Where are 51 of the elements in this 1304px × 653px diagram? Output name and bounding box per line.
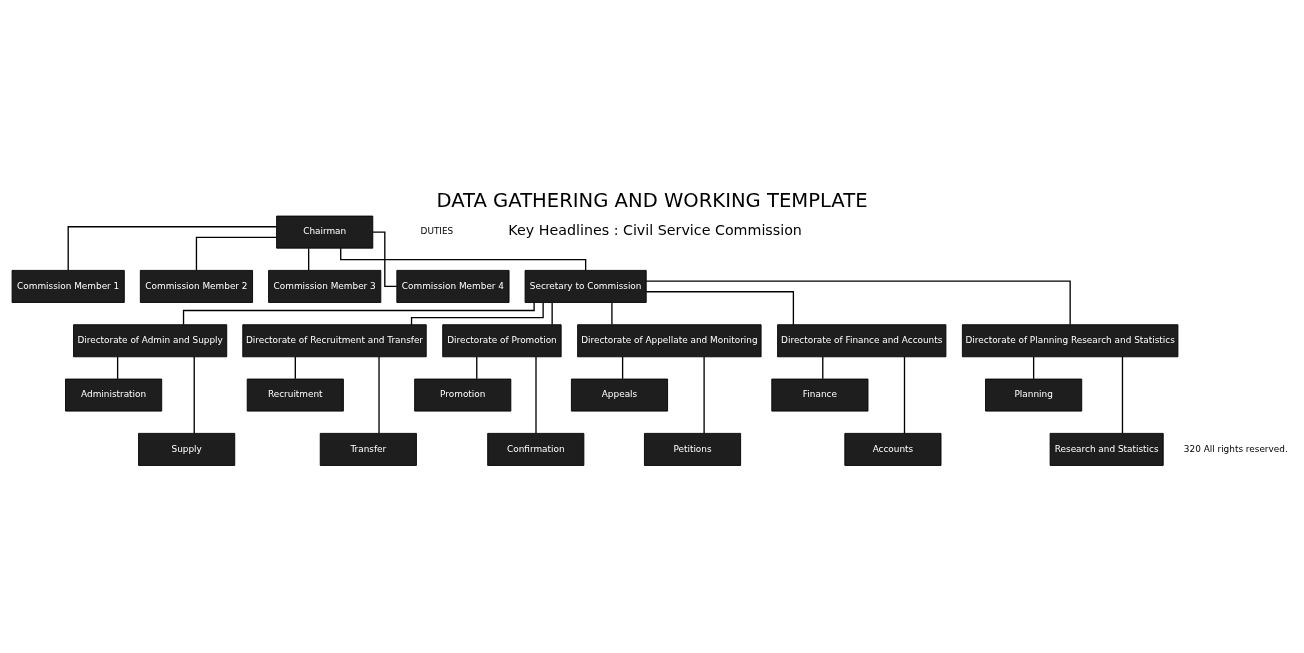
connector bbox=[372, 231, 398, 288]
node-box: Directorate of Finance and Accounts bbox=[777, 324, 947, 358]
node-box: Confirmation bbox=[487, 432, 585, 466]
connector bbox=[1121, 356, 1124, 434]
connector bbox=[378, 356, 380, 434]
node-box: Recruitment bbox=[246, 378, 344, 412]
connector bbox=[611, 302, 613, 326]
node-box: Directorate of Appellate and Monitoring bbox=[577, 324, 762, 358]
node-box: Transfer bbox=[319, 432, 417, 466]
connector bbox=[195, 236, 278, 272]
connector bbox=[294, 356, 296, 380]
node-box: Petitions bbox=[644, 432, 742, 466]
node-box: Secretary to Commission bbox=[524, 269, 647, 303]
connector bbox=[535, 356, 537, 434]
node-box: Administration bbox=[65, 378, 163, 412]
label: 320 All rights reserved. bbox=[1183, 443, 1288, 454]
connector bbox=[67, 226, 278, 271]
connector bbox=[193, 356, 195, 434]
node-box: Commission Member 4 bbox=[396, 269, 510, 303]
connector bbox=[822, 356, 824, 380]
connector bbox=[308, 247, 310, 271]
node-box: Commission Member 1 bbox=[11, 269, 125, 303]
connector bbox=[340, 247, 587, 271]
label: DUTIES bbox=[420, 226, 454, 237]
connector bbox=[182, 301, 535, 326]
connector bbox=[645, 280, 1071, 326]
label: Key Headlines : Civil Service Commission bbox=[508, 222, 802, 239]
connector bbox=[1032, 356, 1035, 380]
node-box: Supply bbox=[138, 432, 236, 466]
node-box: Appeals bbox=[570, 378, 669, 412]
connector bbox=[551, 302, 553, 326]
connector bbox=[903, 356, 906, 434]
node-box: Finance bbox=[771, 378, 869, 412]
node-box: Commission Member 2 bbox=[139, 269, 253, 303]
node-box: Commission Member 3 bbox=[268, 269, 382, 303]
node-box: Directorate of Admin and Supply bbox=[73, 324, 228, 358]
connector bbox=[621, 356, 624, 380]
node-box: Directorate of Planning Research and Statistics bbox=[961, 324, 1179, 358]
node-box: Chairman bbox=[276, 215, 374, 249]
connector bbox=[116, 356, 119, 380]
connector bbox=[476, 356, 478, 380]
connector bbox=[410, 302, 544, 326]
node-box: Directorate of Recruitment and Transfer bbox=[242, 324, 427, 358]
node-box: Promotion bbox=[414, 378, 512, 412]
node-box: Planning bbox=[985, 378, 1083, 412]
node-box: Accounts bbox=[844, 432, 942, 466]
node-box: Directorate of Promotion bbox=[442, 324, 562, 358]
connector bbox=[645, 291, 795, 326]
connector bbox=[703, 356, 705, 434]
node-box: Research and Statistics bbox=[1049, 432, 1164, 466]
diagram-title: DATA GATHERING AND WORKING TEMPLATE bbox=[436, 188, 868, 212]
